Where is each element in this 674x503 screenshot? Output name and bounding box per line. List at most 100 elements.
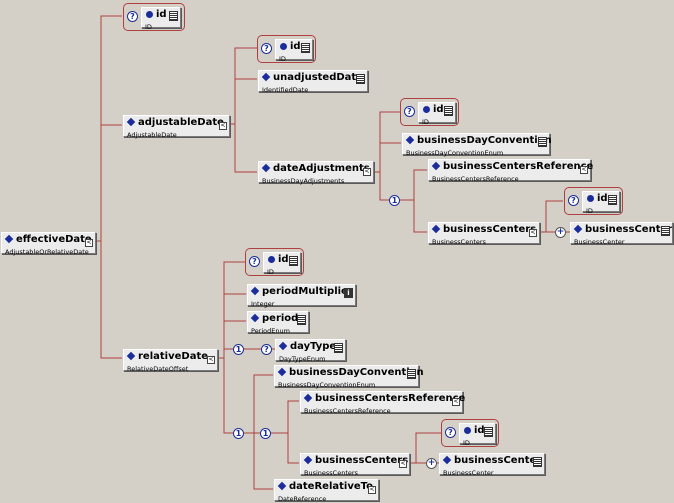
attribute-icon: [464, 427, 471, 434]
node-name: period: [262, 313, 299, 324]
node-name: businessCenter: [454, 455, 542, 466]
node-name: id: [597, 193, 608, 204]
node-type: AdjustableDate: [127, 131, 177, 139]
repeat-icon: +: [426, 458, 437, 469]
attribute-group: ? id ID: [245, 248, 304, 276]
attribute-icon: [280, 43, 287, 50]
day-type-node[interactable]: dayType DayTypeEnum: [275, 339, 346, 363]
node-name: id: [474, 425, 485, 436]
id-attribute-node[interactable]: id ID: [582, 191, 620, 215]
collapse-icon[interactable]: <: [207, 356, 215, 364]
collapse-icon[interactable]: <: [219, 122, 227, 130]
date-adjustments-node[interactable]: dateAdjustments BusinessDayAdjustments <: [258, 161, 374, 185]
simple-type-icon: [289, 256, 298, 266]
simple-type-icon: [484, 427, 493, 437]
node-type: Integer: [251, 300, 275, 308]
node-name: id: [433, 104, 444, 115]
node-type: AdjustableOrRelativeDate: [5, 248, 89, 256]
node-type: PeriodEnum: [251, 327, 290, 335]
adjustable-date-node[interactable]: adjustableDate AdjustableDate <: [123, 115, 230, 139]
integer-type-icon: i: [344, 288, 353, 298]
collapse-icon[interactable]: <: [452, 398, 460, 406]
node-type: ID: [145, 23, 152, 31]
attribute-group: ? id ID: [123, 3, 185, 31]
choice-icon: 1: [260, 428, 271, 439]
element-icon: [261, 163, 271, 173]
business-day-convention-node[interactable]: businessDayConvention BusinessDayConvent…: [274, 365, 424, 389]
node-name: unadjustedDate: [273, 72, 363, 83]
optional-icon: ?: [568, 195, 579, 206]
date-relative-to-node[interactable]: dateRelativeTo DateReference <: [274, 479, 379, 503]
node-name: periodMultiplier: [262, 286, 353, 297]
id-attribute-node[interactable]: id ID: [418, 102, 456, 126]
collapse-icon[interactable]: <: [363, 168, 371, 176]
node-type: BusinessDayAdjustments: [262, 177, 345, 185]
business-center-node[interactable]: businessCenter BusinessCenter: [570, 222, 673, 246]
choice-icon: 1: [389, 195, 400, 206]
simple-type-icon: [407, 369, 416, 379]
id-attribute-node[interactable]: id ID: [141, 7, 181, 31]
collapse-icon[interactable]: <: [529, 229, 537, 237]
attribute-group: ? id ID: [257, 35, 316, 63]
node-name: businessCenters: [315, 455, 409, 466]
node-name: dayType: [290, 341, 337, 352]
choice-icon: 1: [233, 344, 244, 355]
optional-icon: ?: [261, 344, 272, 355]
collapse-icon[interactable]: <: [399, 460, 407, 468]
node-name: businessCentersReference: [315, 393, 466, 404]
collapse-icon[interactable]: <: [85, 239, 93, 247]
attribute-icon: [423, 106, 430, 113]
simple-type-icon: [356, 74, 365, 84]
simple-type-icon: [533, 457, 542, 467]
node-name: businessCenter: [585, 224, 673, 235]
element-icon: [277, 367, 287, 377]
element-icon: [431, 161, 441, 171]
simple-type-icon: [297, 315, 306, 325]
effective-date-node[interactable]: effectiveDate AdjustableOrRelativeDate <: [1, 232, 96, 256]
element-icon: [261, 72, 271, 82]
unadjusted-date-node[interactable]: unadjustedDate IdentifiedDate: [258, 70, 368, 94]
node-name: businessDayConvention: [289, 367, 424, 378]
id-attribute-node[interactable]: id ID: [459, 423, 496, 447]
element-icon: [250, 313, 260, 323]
relative-date-node[interactable]: relativeDate RelativeDateOffset <: [123, 349, 218, 373]
node-type: BusinessCentersReference: [432, 175, 519, 183]
business-center-node[interactable]: businessCenter BusinessCenter: [439, 453, 545, 477]
business-centers-node[interactable]: businessCenters BusinessCenters <: [300, 453, 410, 477]
node-name: dateRelativeTo: [289, 481, 373, 492]
attribute-icon: [587, 195, 594, 202]
simple-type-icon: [301, 43, 310, 53]
element-icon: [277, 481, 287, 491]
collapse-icon[interactable]: <: [580, 166, 588, 174]
simple-type-icon: [444, 106, 453, 116]
node-name: relativeDate: [138, 351, 209, 362]
node-name: businessDayConvention: [417, 135, 552, 146]
period-node[interactable]: period PeriodEnum: [247, 311, 309, 335]
business-day-convention-node[interactable]: businessDayConvention BusinessDayConvent…: [402, 133, 552, 157]
element-icon: [431, 224, 441, 234]
element-icon: [303, 455, 313, 465]
business-centers-reference-node[interactable]: businessCentersReference BusinessCenters…: [428, 159, 593, 183]
business-centers-reference-node[interactable]: businessCentersReference BusinessCenters…: [300, 391, 466, 415]
collapse-icon[interactable]: <: [368, 486, 376, 494]
business-centers-node[interactable]: businessCenters BusinessCenters <: [428, 222, 540, 246]
element-icon: [126, 117, 136, 127]
node-type: DateReference: [278, 495, 327, 503]
id-attribute-node[interactable]: id ID: [275, 39, 313, 63]
element-icon: [126, 351, 136, 361]
node-type: ID: [267, 268, 274, 276]
simple-type-icon: [169, 11, 178, 21]
optional-icon: ?: [404, 106, 415, 117]
node-type: BusinessCenter: [574, 238, 625, 246]
node-name: id: [290, 41, 301, 52]
attribute-icon: [146, 11, 153, 18]
id-attribute-node[interactable]: id ID: [263, 252, 301, 276]
node-name: businessCenters: [443, 224, 537, 235]
node-type: BusinessCenter: [443, 469, 494, 477]
node-type: BusinessCenters: [304, 469, 358, 477]
optional-icon: ?: [445, 427, 456, 438]
period-multiplier-node[interactable]: periodMultiplier Integer i: [247, 284, 356, 308]
node-type: BusinessDayConventionEnum: [406, 149, 504, 157]
optional-icon: ?: [127, 11, 138, 22]
optional-icon: ?: [261, 43, 272, 54]
